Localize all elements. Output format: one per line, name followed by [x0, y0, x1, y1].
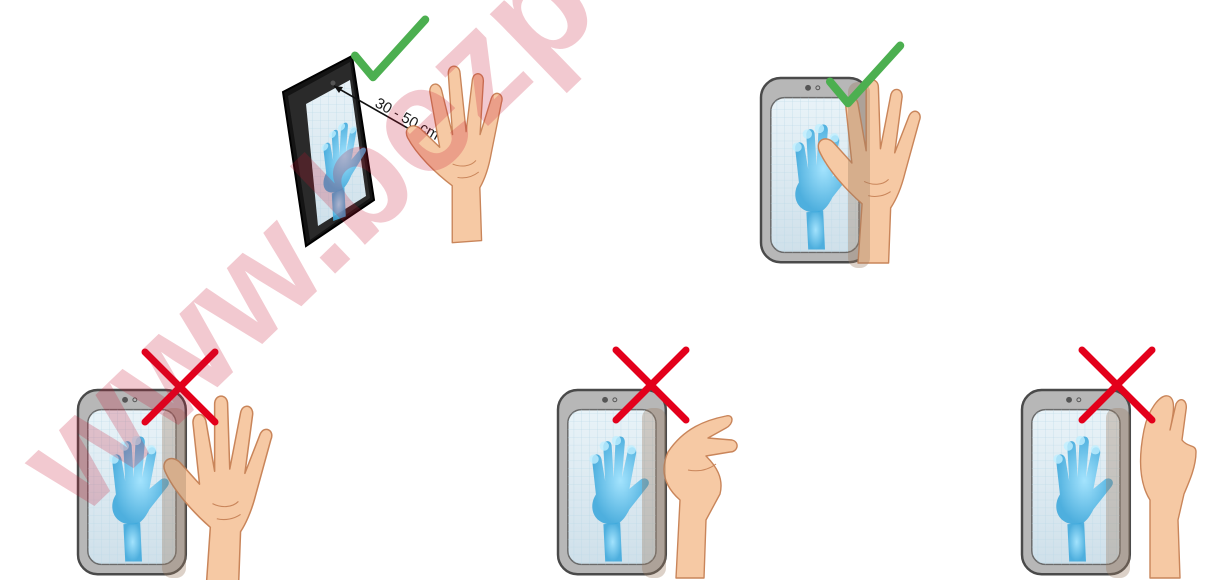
- hand-sideways: [1141, 396, 1196, 578]
- panel-incorrect-side: [1022, 350, 1196, 578]
- hand-curled: [664, 416, 737, 578]
- panel-incorrect-fingers-closed: [558, 350, 737, 578]
- panel-correct-front: [761, 46, 920, 268]
